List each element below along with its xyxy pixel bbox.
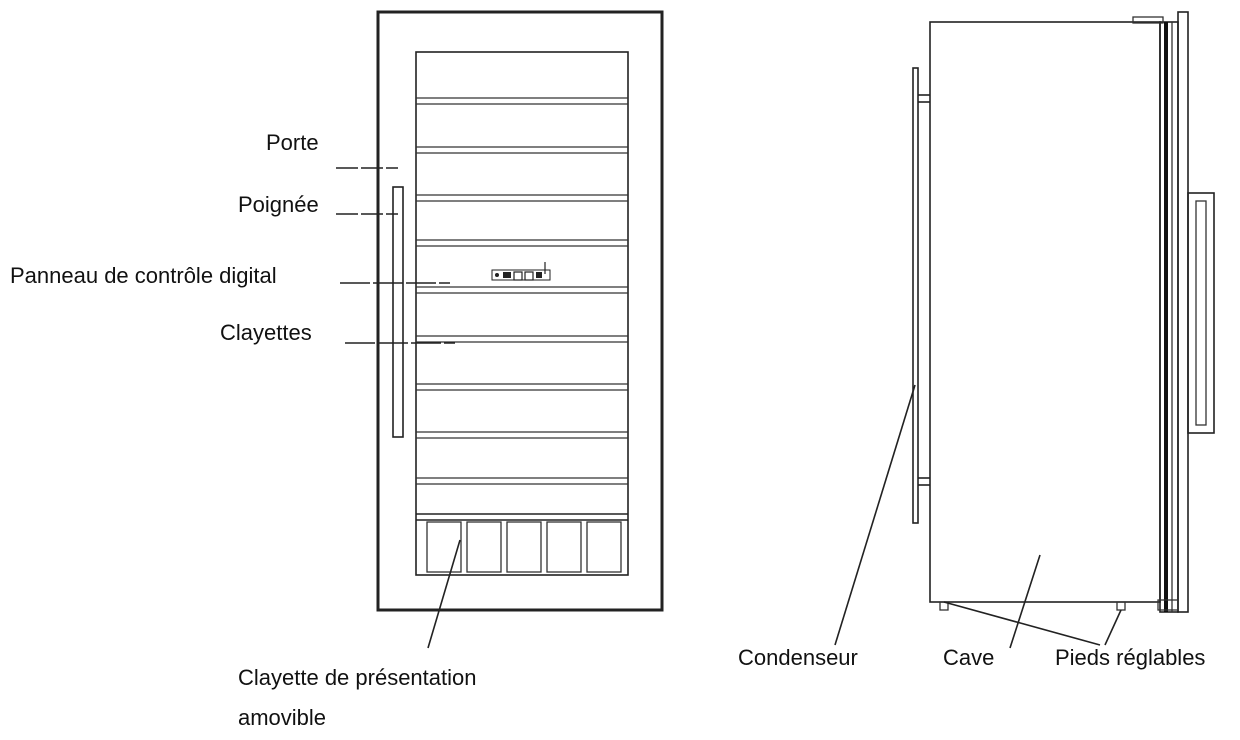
door-frame xyxy=(376,10,664,612)
label-condenseur: Condenseur xyxy=(738,645,858,670)
front-handle xyxy=(392,186,404,438)
label-clayette-presentation-2: amovible xyxy=(238,705,326,730)
front-shelves xyxy=(416,97,628,521)
side-door xyxy=(1159,21,1179,613)
side-cabinet xyxy=(929,21,1161,603)
label-cave: Cave xyxy=(943,645,994,670)
side-view: Condenseur Cave Pieds réglables xyxy=(738,11,1215,670)
top-hinge xyxy=(1132,16,1164,24)
label-poignee: Poignée xyxy=(238,192,319,217)
display-shelf-drawer xyxy=(426,521,622,573)
label-porte: Porte xyxy=(266,130,319,155)
leader-pieds-2 xyxy=(1104,609,1122,646)
front-view: Porte Poignée Panneau de contrôle digita… xyxy=(10,10,664,730)
leader-condenseur xyxy=(834,384,916,646)
condenser xyxy=(912,67,930,524)
label-clayettes: Clayettes xyxy=(220,320,312,345)
leader-clayette-presentation xyxy=(427,539,461,649)
leader-pieds-1 xyxy=(943,601,1101,646)
side-handle xyxy=(1187,192,1215,434)
label-panneau-controle: Panneau de contrôle digital xyxy=(10,263,277,288)
leader-cave xyxy=(1009,554,1041,649)
bottom-hinge xyxy=(1157,599,1179,611)
label-pieds-reglables: Pieds réglables xyxy=(1055,645,1205,670)
control-panel-icon xyxy=(491,262,551,281)
glass-window xyxy=(415,51,629,576)
label-clayette-presentation-1: Clayette de présentation xyxy=(238,665,477,690)
